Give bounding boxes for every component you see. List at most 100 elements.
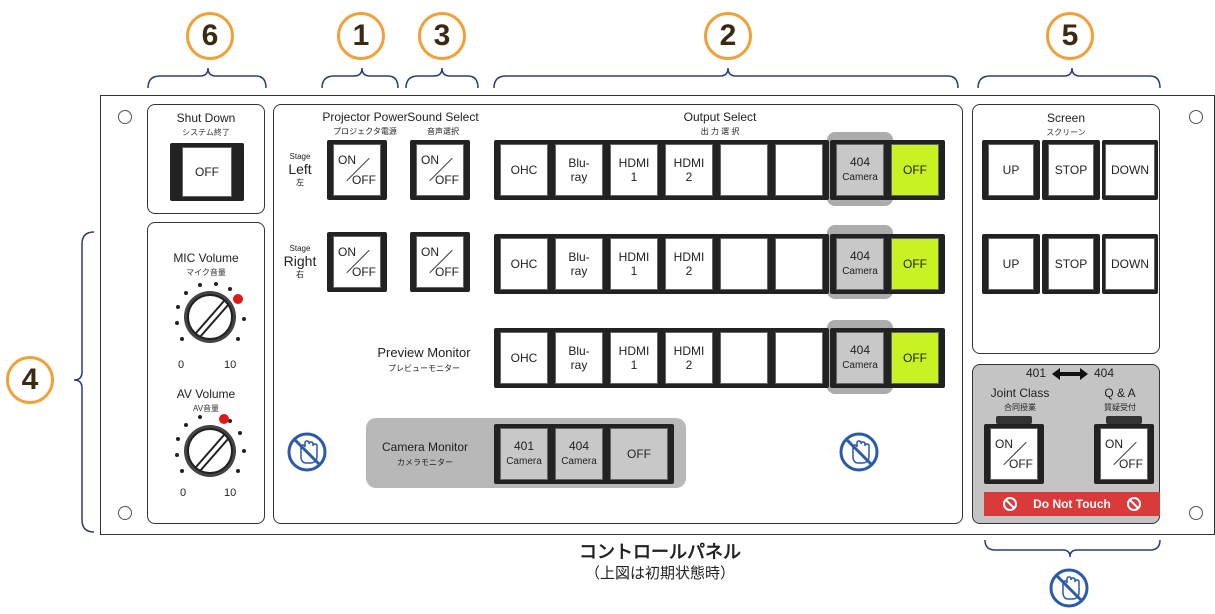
- double-arrow-icon: [1052, 368, 1088, 380]
- stage-left-label: Stage Left 左: [288, 152, 312, 187]
- shutdown-title: Shut Down: [176, 111, 236, 125]
- screen-right-stop-button[interactable]: STOP: [1042, 234, 1100, 294]
- mic-volume-subtitle: マイク音量: [186, 268, 226, 277]
- screw-bottom-left: [118, 506, 132, 520]
- mic-min-label: 0: [178, 359, 185, 371]
- preview-monitor-subtitle: プレビューモニター: [388, 364, 460, 373]
- marker-1: 1: [337, 12, 385, 60]
- preview-blank1-button[interactable]: [714, 328, 774, 388]
- screen-left-stop-button[interactable]: STOP: [1042, 140, 1100, 200]
- prohibited-icon: [1003, 497, 1018, 511]
- screen-subtitle: スクリーン: [1046, 128, 1086, 137]
- projector-power-title: Projector Power: [322, 110, 408, 124]
- no-touch-hand-icon: [839, 432, 879, 472]
- output-left-blank2-button[interactable]: [769, 140, 829, 200]
- screen-left-down-button[interactable]: DOWN: [1102, 140, 1158, 200]
- preview-bluray-button[interactable]: Blu-ray: [549, 328, 609, 388]
- output-right-blank1-button[interactable]: [714, 234, 774, 294]
- brace-6: [147, 67, 267, 89]
- av-volume-title: AV Volume: [176, 387, 236, 401]
- marker-2: 2: [704, 12, 752, 60]
- marker-6: 6: [186, 12, 234, 60]
- mic-volume-title: MIC Volume: [173, 251, 239, 265]
- caption-subtitle: （上図は初期状態時）: [584, 565, 735, 582]
- no-touch-hand-icon: [287, 432, 327, 472]
- output-left-ohc-button[interactable]: OHC: [494, 140, 554, 200]
- screen-left-up-button[interactable]: UP: [982, 140, 1040, 200]
- marker-4: 4: [6, 356, 54, 404]
- output-right-ohc-button[interactable]: OHC: [494, 234, 554, 294]
- output-right-bluray-button[interactable]: Blu-ray: [549, 234, 609, 294]
- room-404-label: 404: [1094, 366, 1115, 380]
- camera-monitor-subtitle: カメラモニター: [397, 458, 453, 467]
- marker-3: 3: [418, 12, 466, 60]
- projector-power-subtitle: プロジェクタ電源: [333, 127, 397, 136]
- shutdown-subtitle: システム終了: [182, 128, 230, 137]
- screw-top-right: [1189, 110, 1203, 124]
- av-min-label: 0: [180, 487, 187, 499]
- no-touch-hand-icon: [1049, 568, 1089, 608]
- preview-monitor-title: Preview Monitor: [377, 345, 471, 360]
- screw-bottom-right: [1189, 506, 1203, 520]
- output-left-off-button[interactable]: OFF: [885, 140, 945, 200]
- do-not-touch-text: Do Not Touch: [1033, 497, 1111, 511]
- preview-blank2-button[interactable]: [769, 328, 829, 388]
- mic-volume-knob[interactable]: [172, 279, 248, 355]
- shutdown-section: Shut Down システム終了 OFF: [147, 104, 265, 214]
- qa-title: Q & A: [1104, 386, 1136, 400]
- output-right-blank2-button[interactable]: [769, 234, 829, 294]
- mic-max-label: 10: [224, 359, 237, 371]
- screw-top-left: [118, 110, 132, 124]
- joint-class-title: Joint Class: [990, 386, 1050, 400]
- brace-2: [493, 67, 959, 89]
- preview-ohc-button[interactable]: OHC: [494, 328, 554, 388]
- output-left-blank1-button[interactable]: [714, 140, 774, 200]
- output-right-off-button[interactable]: OFF: [885, 234, 945, 294]
- mic-level-indicator: [233, 294, 243, 304]
- av-level-indicator: [219, 414, 229, 424]
- do-not-touch-banner: Do Not Touch: [984, 492, 1160, 516]
- brace-4: [73, 231, 95, 533]
- av-volume-subtitle: AV音量: [192, 404, 220, 413]
- sound-select-subtitle: 音声選択: [427, 127, 459, 136]
- prohibited-icon: [1126, 497, 1141, 511]
- camera-monitor-off-button[interactable]: OFF: [604, 424, 674, 484]
- output-left-bluray-button[interactable]: Blu-ray: [549, 140, 609, 200]
- marker-5: 5: [1046, 12, 1094, 60]
- output-select-subtitle: 出 力 選 択: [700, 127, 740, 136]
- stage-right-label: Stage Right 右: [283, 244, 317, 279]
- preview-off-button[interactable]: OFF: [885, 328, 945, 388]
- joint-class-subtitle: 合同授業: [1004, 403, 1036, 412]
- av-volume-knob[interactable]: [172, 411, 248, 487]
- av-max-label: 10: [224, 487, 237, 499]
- room-401-label: 401: [1026, 366, 1047, 380]
- screen-right-down-button[interactable]: DOWN: [1102, 234, 1158, 294]
- brace-3: [405, 67, 479, 89]
- screen-right-up-button[interactable]: UP: [982, 234, 1040, 294]
- caption-title: コントロールパネル: [579, 542, 741, 562]
- brace-1: [321, 67, 399, 89]
- brace-joint-nohand: [984, 539, 1161, 558]
- shutdown-off-button[interactable]: OFF: [170, 143, 244, 201]
- camera-monitor-title: Camera Monitor: [381, 440, 469, 454]
- screen-title: Screen: [1046, 111, 1086, 125]
- brace-5: [977, 67, 1161, 89]
